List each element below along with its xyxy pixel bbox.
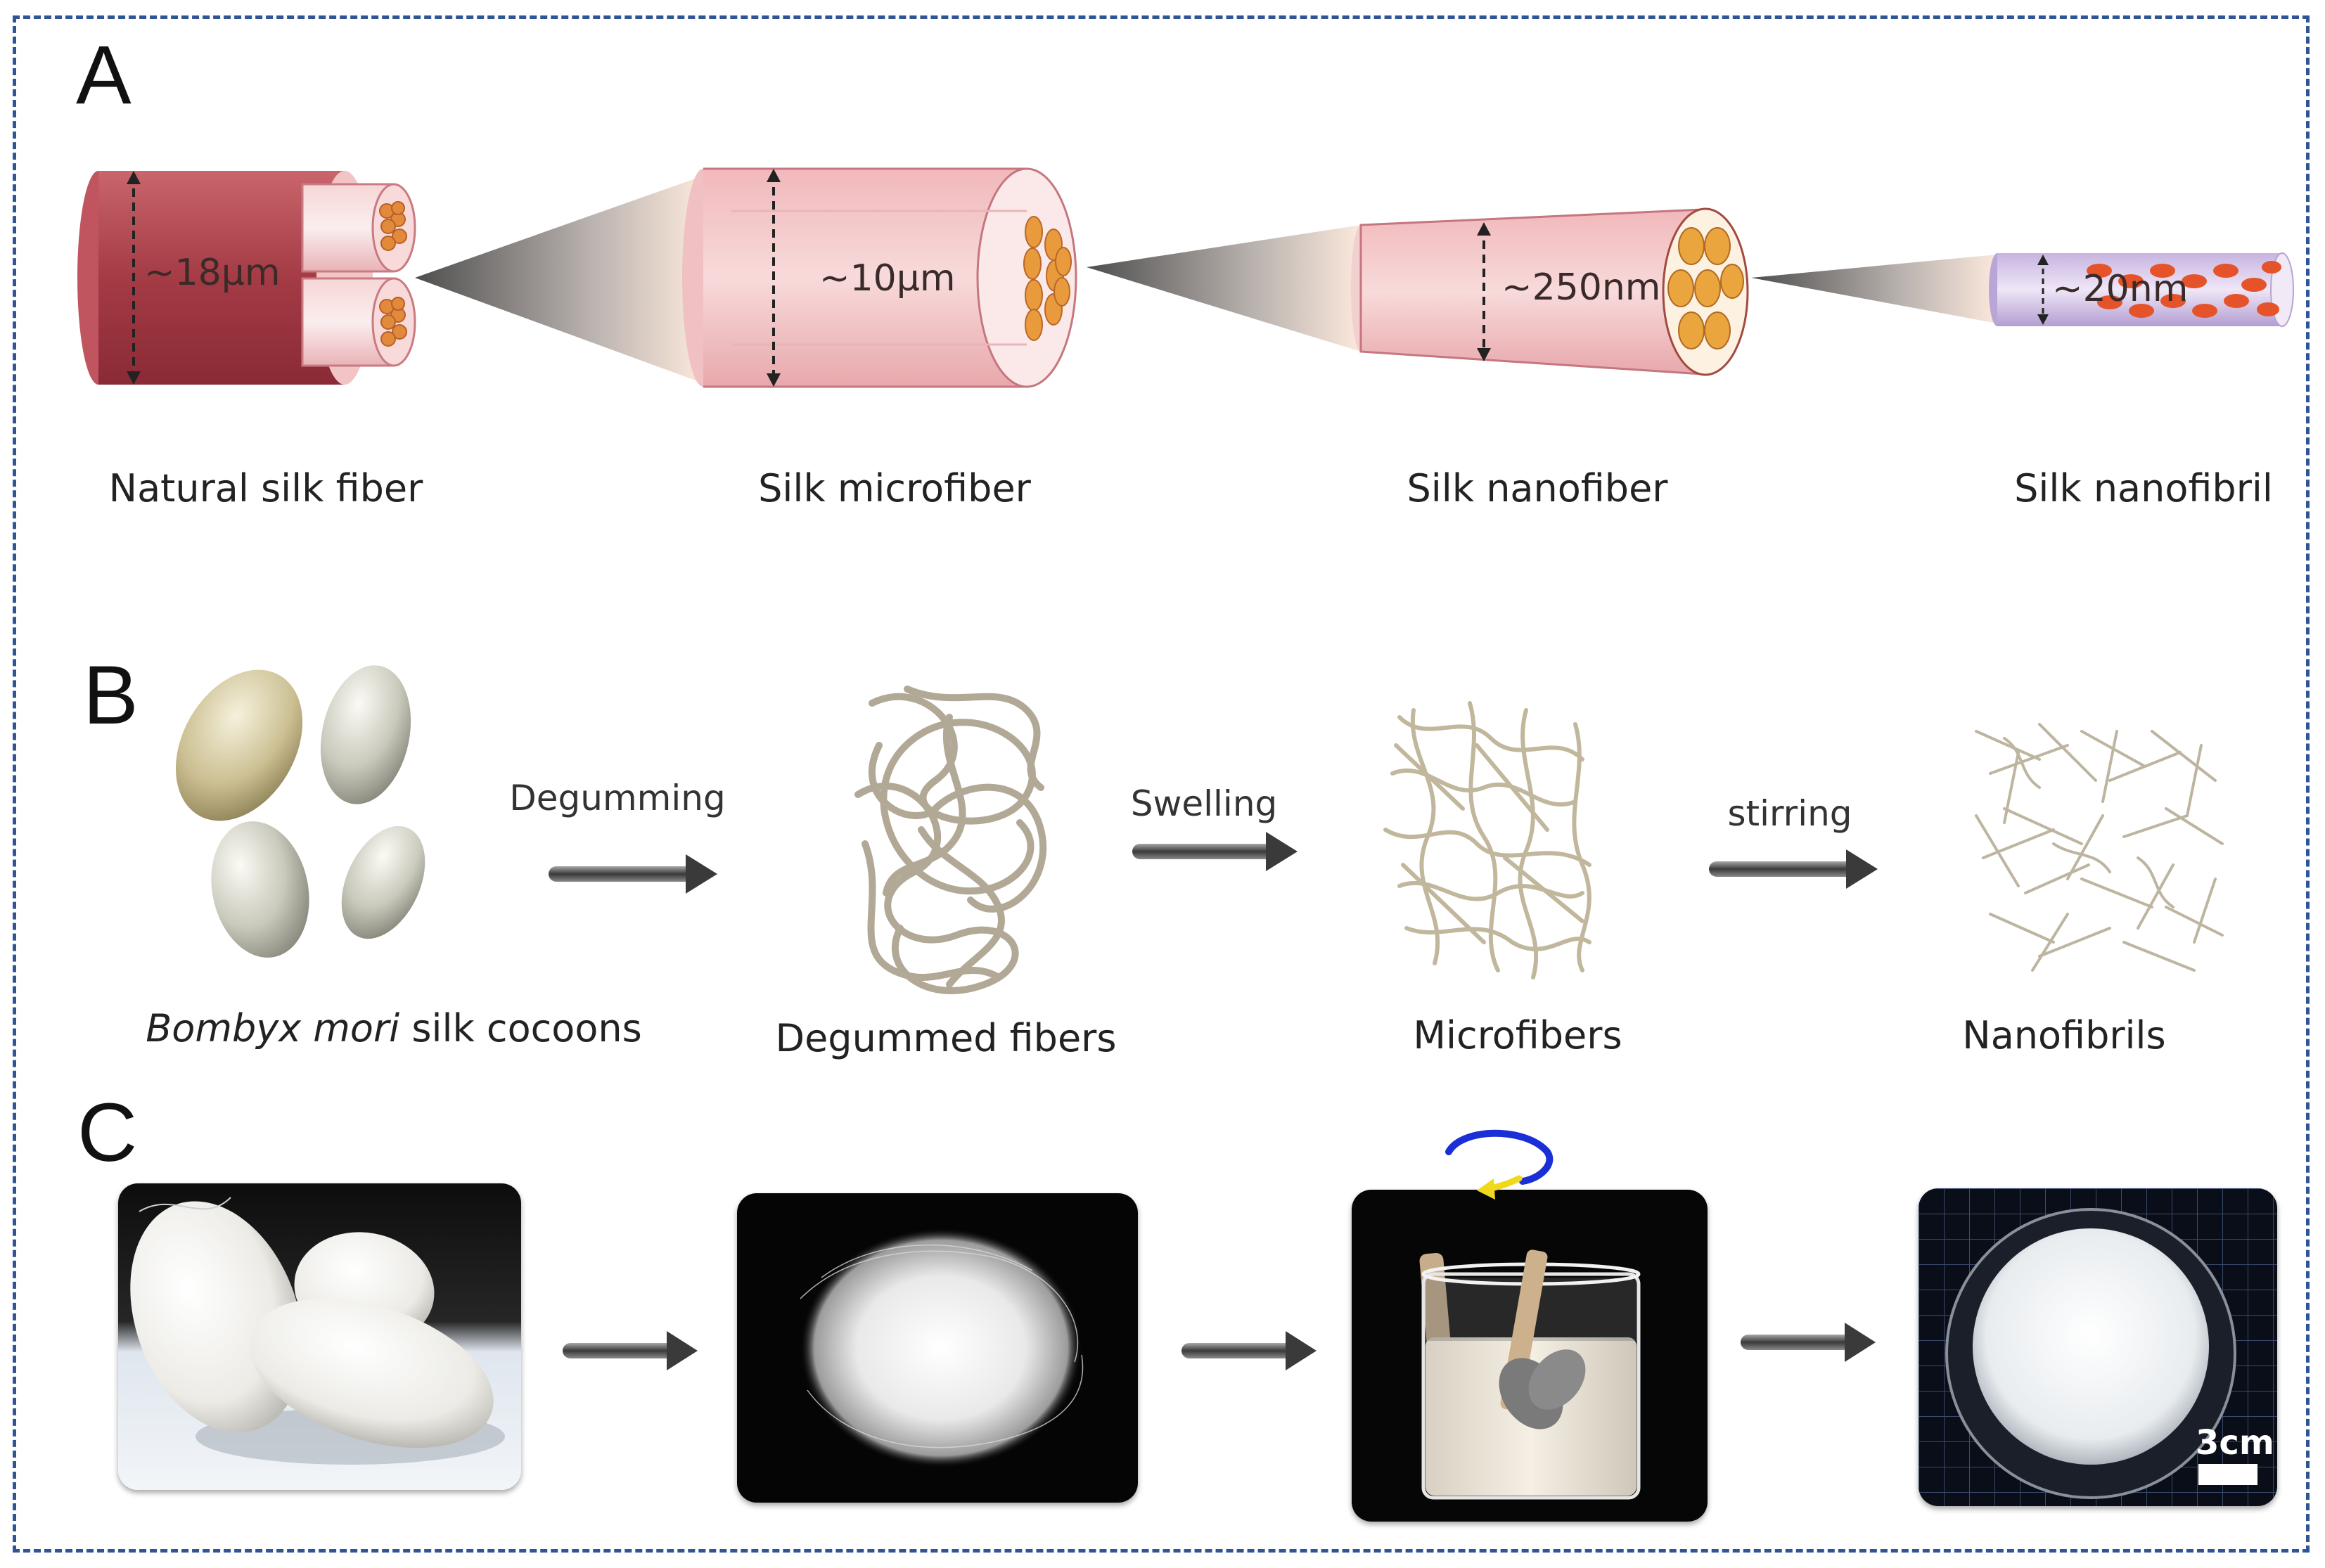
panel-c-letter: C [77,1086,138,1179]
panel-b-letter: B [83,649,139,742]
degummed-fibers-tangle [854,686,1047,994]
step-swelling: Swelling [1130,783,1278,824]
step-degumming: Degumming [509,778,726,818]
process-schematic [175,665,2224,994]
process-arrow-1 [549,854,717,894]
photo-degummed-fibers [737,1193,1138,1503]
photo-arrow-2 [1181,1331,1317,1370]
photo-nanofibril-dish [1919,1188,2277,1506]
label-nanofibrils: Nanofibrils [1962,1013,2166,1058]
fiber-hierarchy-diagram [77,167,2294,388]
process-arrow-2 [1132,832,1298,871]
species-name: Bombyx mori [146,1006,400,1050]
nanofibril-diameter: ~20nm [2052,268,2189,310]
panel-a-letter: A [76,29,132,122]
label-natural-silk-fiber: Natural silk fiber [108,466,423,510]
natural-silk-fiber-cylinder [77,171,416,385]
zoom-cone-2 [1087,225,1361,352]
microfiber-diameter: ~10μm [819,257,956,300]
rotation-arrow-icon [1445,1129,1554,1200]
zoom-cone-3 [1751,255,1997,323]
scale-bar-label: 3cm [2196,1423,2274,1463]
label-silk-nanofibril: Silk nanofibril [2014,466,2273,510]
label-silk-cocoons: Bombyx mori silk cocoons [146,1010,641,1048]
label-degummed-fibers: Degummed fibers [775,1016,1117,1060]
label-microfibers: Microfibers [1413,1013,1622,1058]
label-silk-microfiber: Silk microfiber [758,466,1031,510]
nanofibrils-mesh [1975,723,2224,972]
photo-arrows [563,1323,1876,1370]
process-arrow-3 [1709,849,1878,889]
cocoons-text: silk cocoons [399,1006,642,1050]
photo-arrow-1 [563,1331,698,1370]
photo-beaker-stirring [1352,1190,1708,1522]
zoom-cone-1 [415,176,703,383]
cocoon-illustrations [175,665,425,958]
photo-arrow-3 [1741,1323,1876,1362]
silk-microfiber-cylinder [682,167,1077,388]
natural-fiber-diameter: ~18μm [144,252,281,294]
silk-nanofibril-cylinder [1989,252,2294,327]
step-stirring: stirring [1727,793,1852,834]
photo-cocoons [118,1183,521,1490]
silk-nanofiber-cylinder [1351,207,1749,376]
dashed-frame [13,15,2310,1553]
label-silk-nanofiber: Silk nanofiber [1407,466,1668,510]
nanofiber-diameter: ~250nm [1501,266,1661,309]
microfibers-mesh [1383,701,1591,979]
